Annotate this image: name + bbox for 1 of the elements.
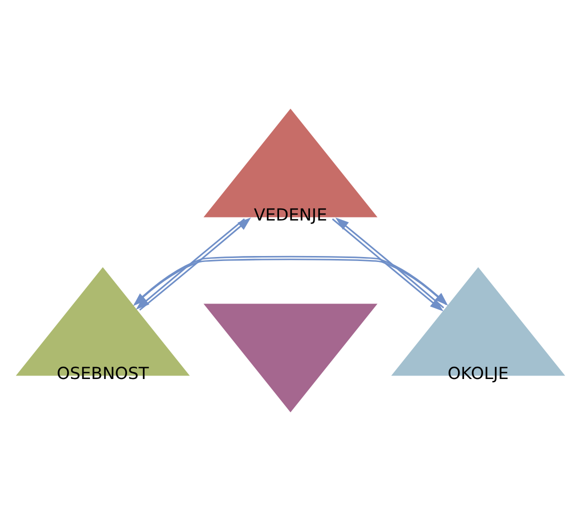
node-label: OKOLJE [448, 363, 509, 382]
